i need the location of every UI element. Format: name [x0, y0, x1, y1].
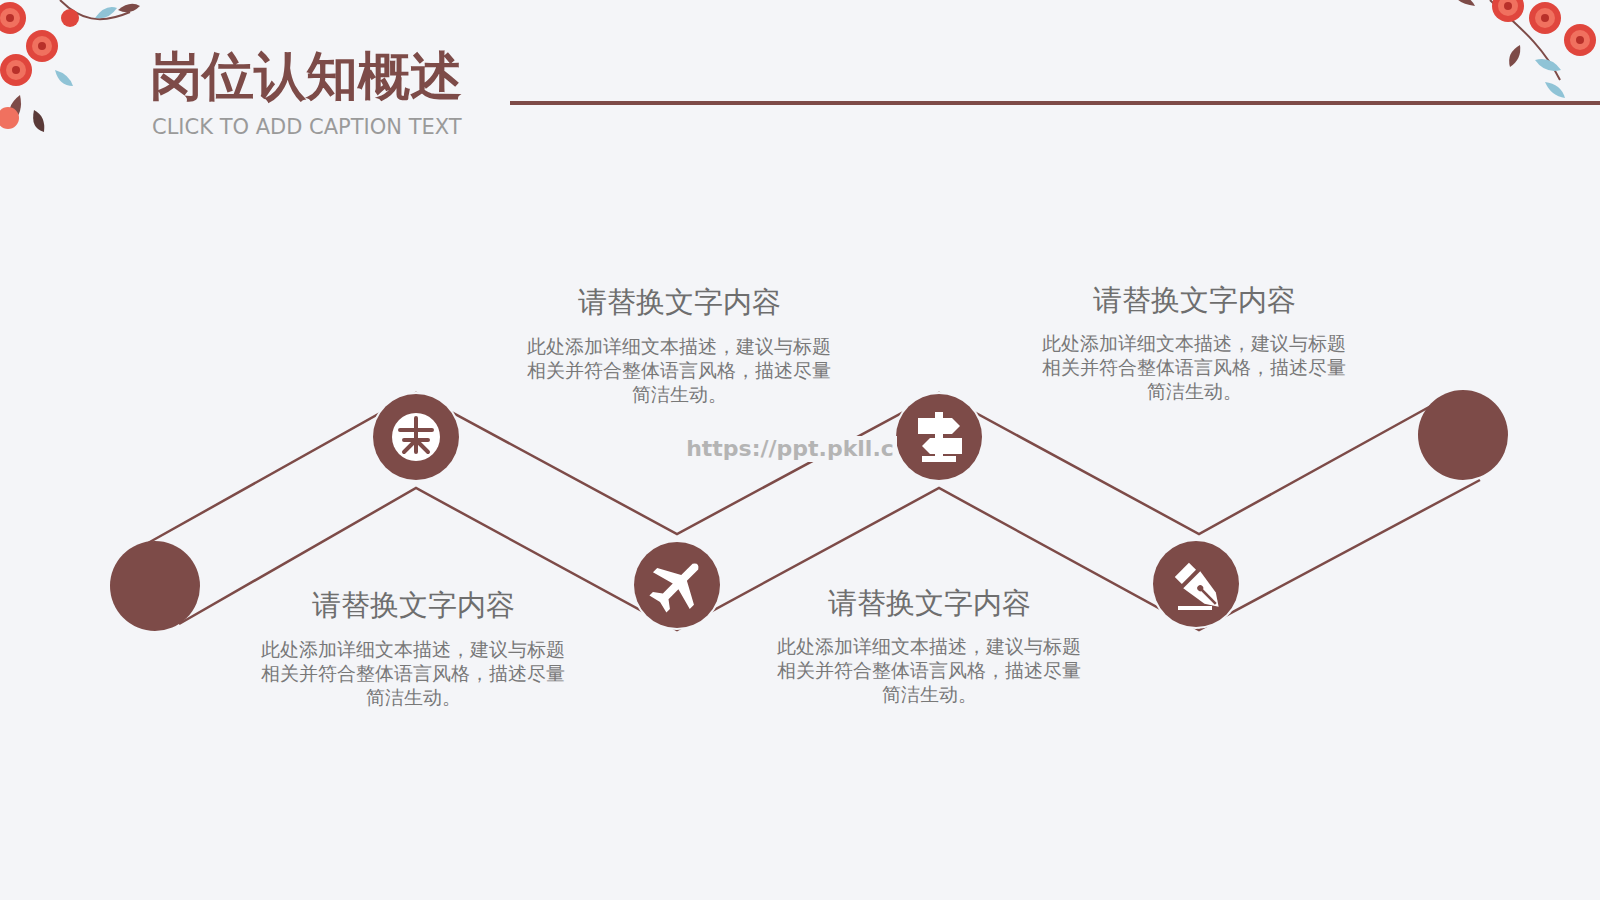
section-heading: 请替换文字内容 [499, 285, 859, 320]
flower-decoration [1455, 0, 1596, 98]
plane-icon [632, 540, 722, 630]
section-body: 此处添加详细文本描述，建议与标题相关并符合整体语言风格，描述尽量简洁生动。 [523, 334, 835, 406]
section-body: 此处添加详细文本描述，建议与标题相关并符合整体语言风格，描述尽量简洁生动。 [1038, 331, 1350, 403]
section-heading: 请替换文字内容 [749, 586, 1109, 621]
section-heading: 请替换文字内容 [233, 588, 593, 623]
section-heading: 请替换文字内容 [1014, 283, 1374, 318]
watermark-text: https://ppt.pkll.c [683, 436, 897, 462]
zigzag-band [148, 393, 1480, 630]
section-body: 此处添加详细文本描述，建议与标题相关并符合整体语言风格，描述尽量简洁生动。 [257, 637, 569, 709]
slide-title: 岗位认知概述 [150, 46, 462, 106]
slide-caption: CLICK TO ADD CAPTION TEXT [152, 114, 462, 140]
section-body: 此处添加详细文本描述，建议与标题相关并符合整体语言风格，描述尽量简洁生动。 [773, 634, 1085, 706]
end-circle [1418, 390, 1508, 480]
pen-icon [1151, 539, 1241, 629]
header-rule [510, 101, 1600, 105]
signpost-icon [894, 392, 984, 482]
icon-circle [371, 392, 461, 482]
flower-decoration [0, 0, 140, 132]
end-circle [110, 541, 200, 631]
